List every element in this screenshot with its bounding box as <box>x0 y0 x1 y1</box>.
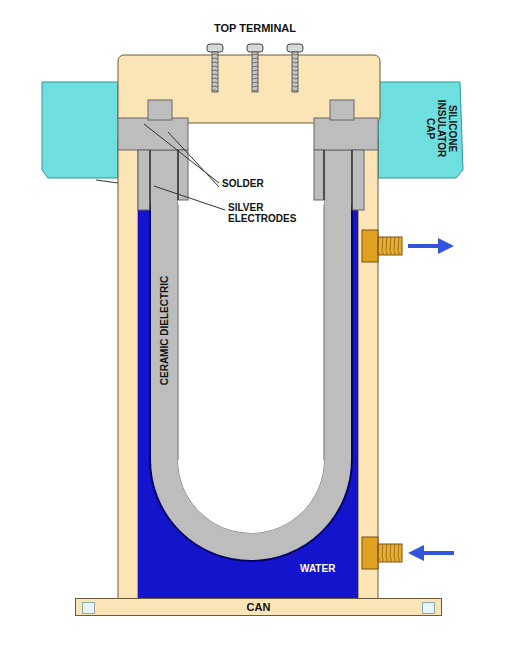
flow-arrows <box>408 238 454 561</box>
terminal-screws <box>207 44 303 92</box>
water-inlet-fitting <box>362 537 402 569</box>
part-label: WATER <box>300 563 360 574</box>
mounting-hole <box>82 602 95 614</box>
part-label: CAN <box>247 601 271 613</box>
silver-electrode-inner-left <box>177 205 179 460</box>
part-label: CERAMIC DIELECTRIC <box>159 260 170 400</box>
can-wall-left <box>118 140 138 600</box>
part-label: SOLDER <box>222 178 292 189</box>
solder-joints <box>150 150 352 210</box>
part-label: SILVER ELECTRODES <box>228 202 304 224</box>
base-flange: CAN <box>75 598 442 616</box>
silicone-cap-right <box>378 82 463 178</box>
water-outlet-fitting <box>362 230 402 262</box>
ceramic-dielectric <box>150 150 352 561</box>
part-label: SILICONE INSULATOR CAP <box>425 96 458 160</box>
mounting-hole <box>422 602 435 614</box>
leader-lines <box>144 124 225 210</box>
top-terminal <box>118 55 380 123</box>
water <box>138 150 358 598</box>
part-label: TOP TERMINAL <box>185 22 325 34</box>
silver-electrode-inner-right <box>323 205 325 460</box>
inner-void <box>178 150 324 533</box>
terminal-cup-right <box>314 100 378 210</box>
silicone-cap-left <box>42 82 118 178</box>
silver-electrode-outer <box>150 205 352 561</box>
cap-edge-mark <box>96 180 118 183</box>
